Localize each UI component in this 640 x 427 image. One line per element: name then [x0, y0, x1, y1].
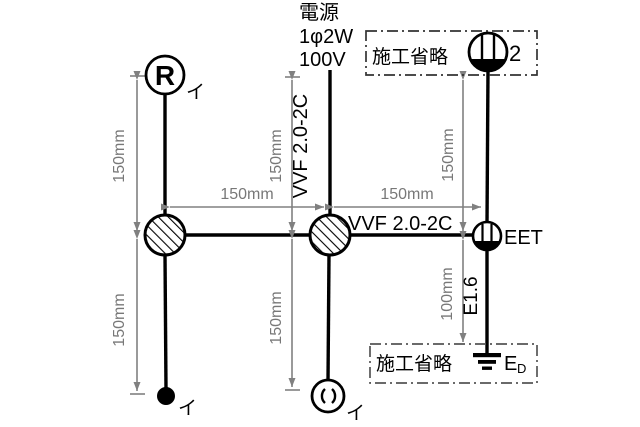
omission-label-top: 施工省略 — [372, 46, 448, 68]
rosette-right-arc — [331, 388, 337, 404]
circuit-wires — [163, 69, 490, 390]
ground-wire-label: E1.6 — [461, 276, 482, 315]
lamp-receptacle-letter: R — [155, 60, 175, 91]
lamp-circuit-label: イ — [186, 81, 205, 103]
ground-label-main: E — [504, 353, 517, 375]
cable-label-horizontal: VVF 2.0-2C — [348, 213, 452, 235]
dim-label-center-bottom: 150mm — [268, 291, 285, 344]
ground-bar-3 — [482, 366, 492, 370]
dimension-labels: 150mm 150mm 150mm 150mm 150mm 100mm 150m… — [111, 128, 457, 346]
ceiling-rosette-symbol: イ — [310, 378, 365, 424]
power-source-line3: 100V — [299, 49, 346, 71]
outlet-count-label: 2 — [509, 41, 521, 66]
dim-label-right-bottom: 100mm — [439, 267, 456, 320]
ground-bar-2 — [478, 360, 496, 364]
eet-outlet-symbol: EET — [471, 220, 543, 252]
ground-bar-1 — [473, 353, 501, 358]
junction-box-left — [143, 213, 187, 257]
dim-label-center-top: 150mm — [268, 129, 285, 182]
lamp-receptacle-symbol: R イ — [144, 54, 205, 103]
wire-outlet2-to-eet — [485, 69, 490, 225]
duplex-outlet-symbol: 2 — [467, 31, 521, 73]
wire-junction1-to-switch — [163, 254, 168, 390]
rosette-circuit-label: イ — [346, 402, 365, 424]
dim-label-horizontal-right: 150mm — [380, 186, 433, 203]
dim-label-left-top: 150mm — [111, 129, 128, 182]
ground-symbol: E D — [473, 353, 526, 376]
eet-label: EET — [504, 227, 543, 249]
rosette-left-arc — [320, 388, 326, 404]
power-source-line2: 1φ2W — [299, 26, 353, 48]
switch-symbol: イ — [157, 387, 197, 419]
eet-wall-fill — [473, 241, 501, 251]
omission-box-bottom: 施工省略 — [369, 343, 538, 384]
ground-label-sub: D — [517, 361, 526, 376]
cable-labels: VVF 2.0-2C VVF 2.0-2C E1.6 — [290, 94, 482, 316]
dim-label-horizontal-left: 150mm — [220, 186, 273, 203]
dim-label-right-top: 150mm — [440, 128, 457, 181]
wire-junction2-to-rosette — [326, 254, 331, 382]
dim-label-left-bottom: 150mm — [111, 293, 128, 346]
switch-circuit-label: イ — [178, 397, 197, 419]
outlet-wall-fill — [470, 59, 506, 71]
power-source-label: 電源 1φ2W 100V — [299, 1, 353, 71]
power-source-line1: 電源 — [299, 1, 339, 24]
dimension-lines — [130, 71, 481, 395]
omission-label-bottom: 施工省略 — [376, 353, 452, 375]
omission-box-top: 施工省略 — [365, 30, 538, 76]
cable-label-vertical: VVF 2.0-2C — [290, 94, 312, 198]
junction-box-center — [308, 213, 352, 257]
